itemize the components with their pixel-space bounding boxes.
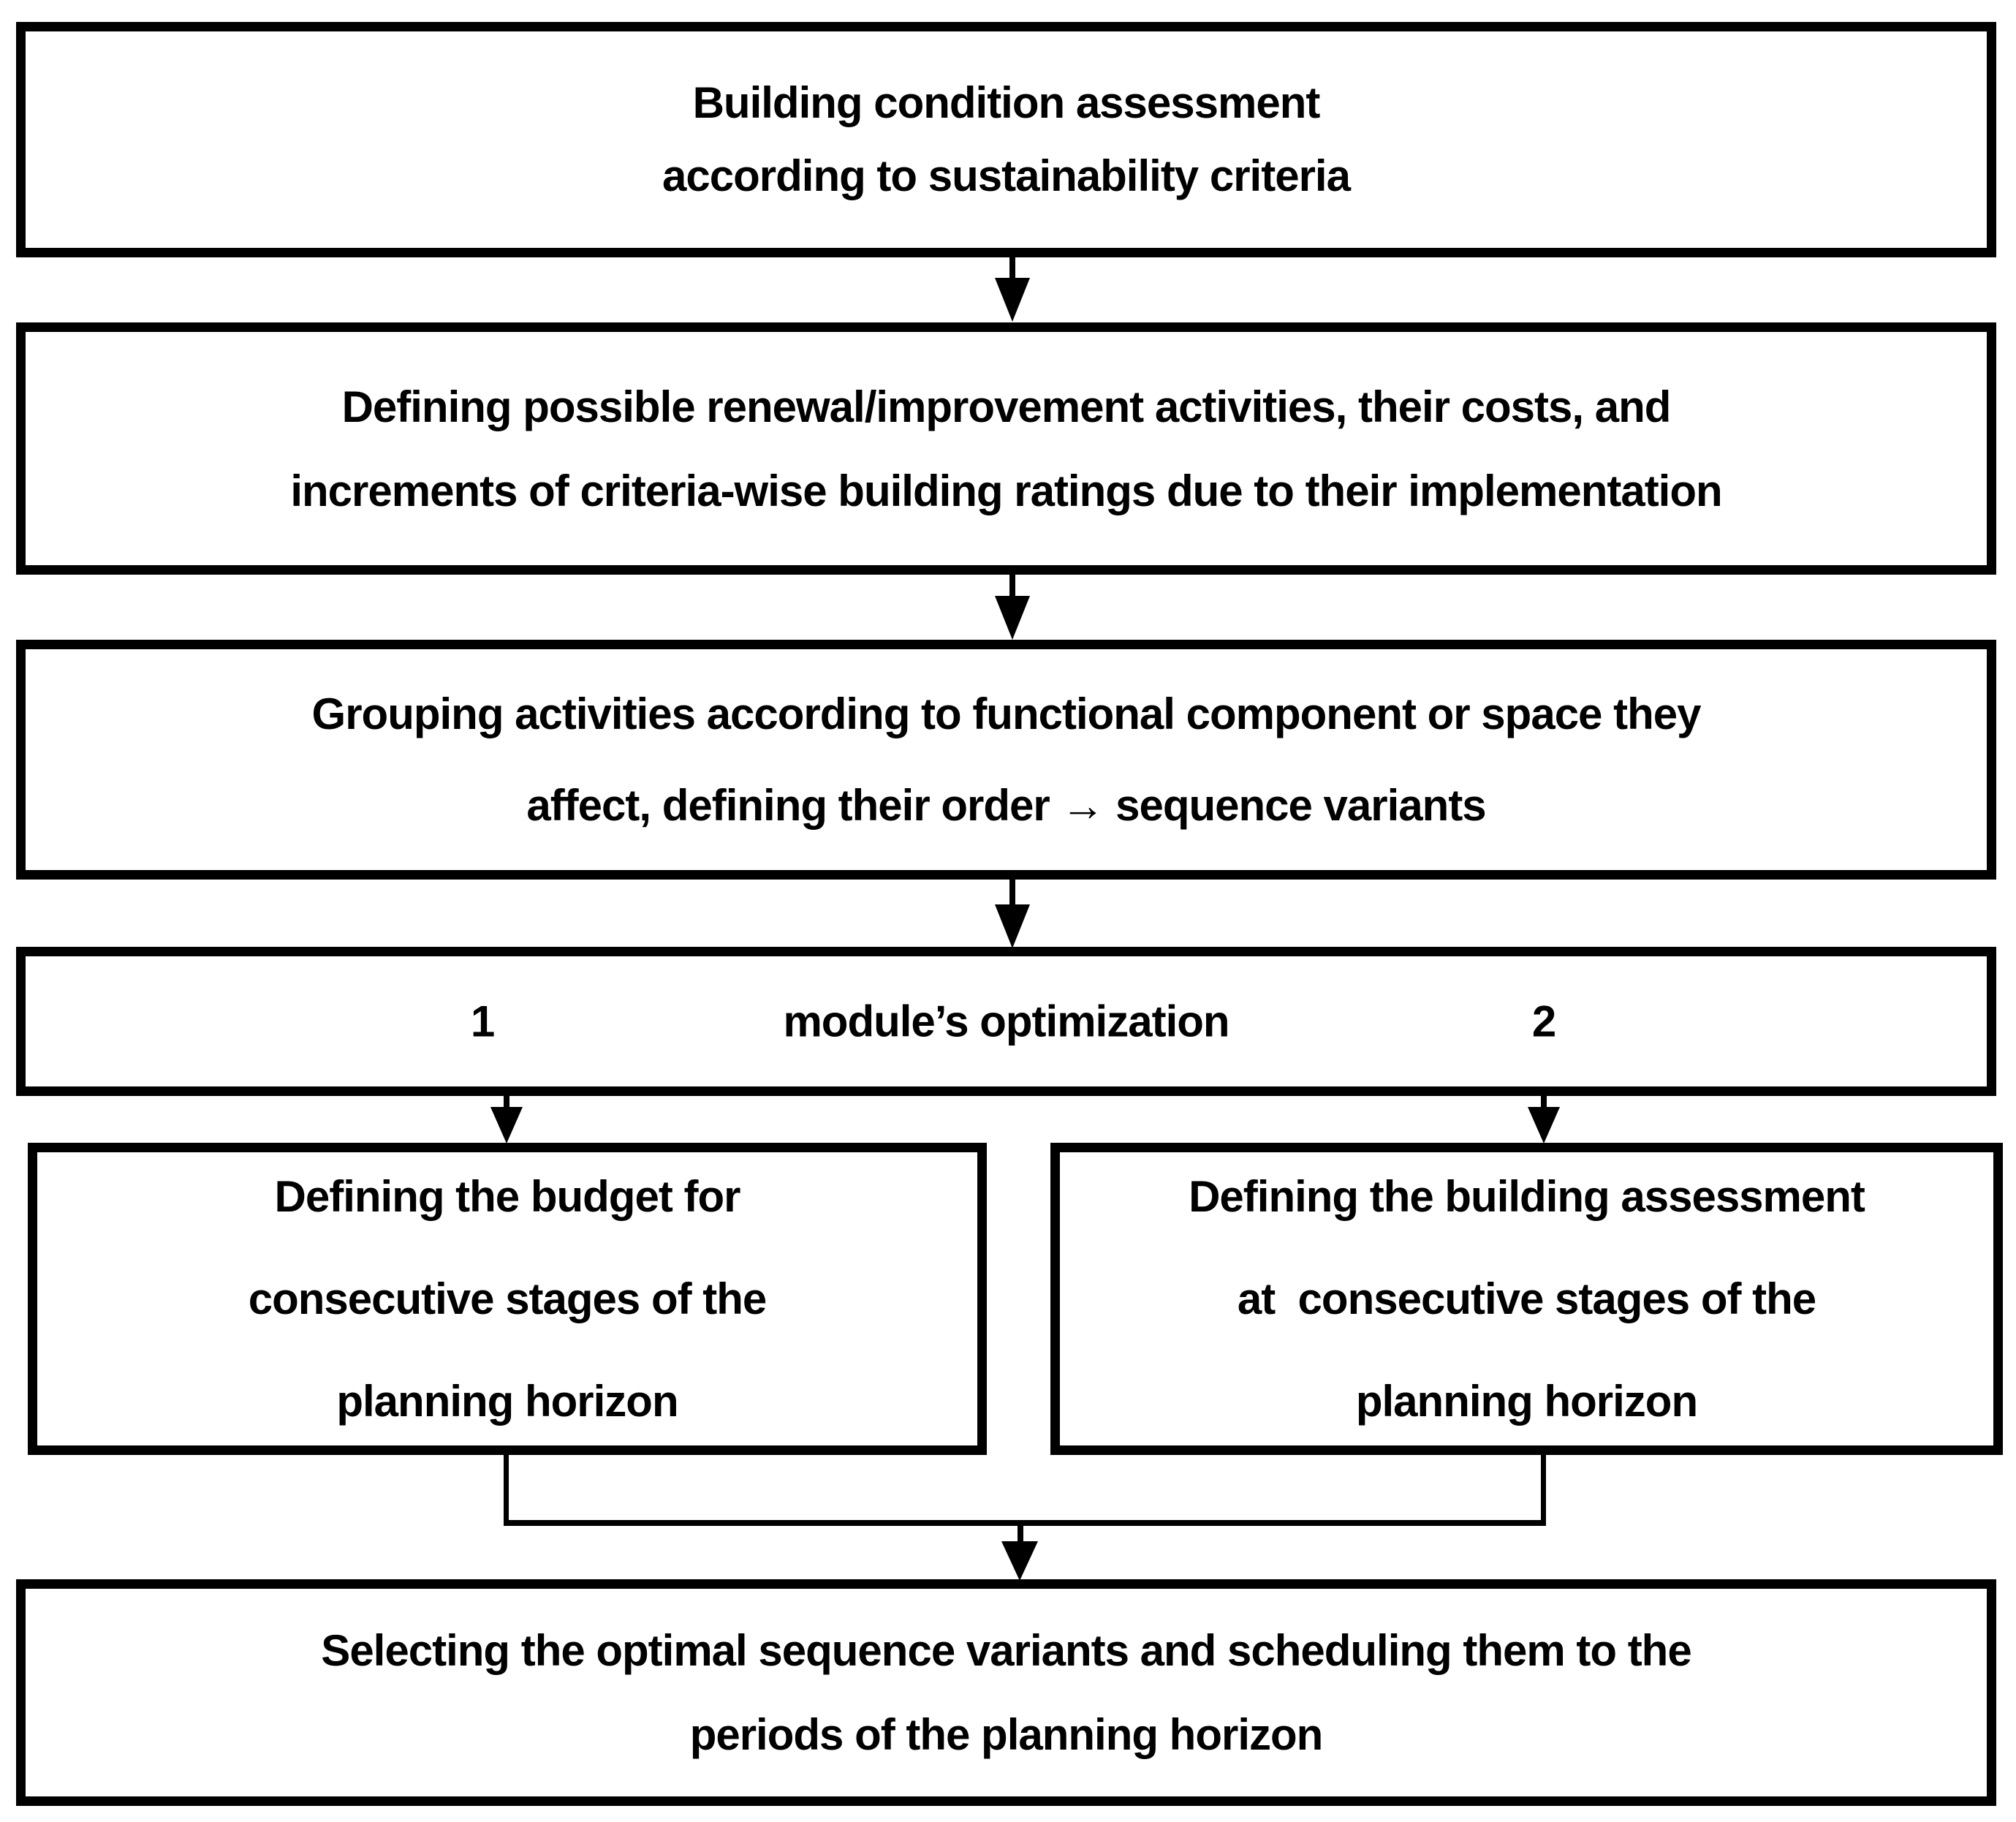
box-text-line: planning horizon xyxy=(1355,1376,1698,1426)
box-grouping-activities: Grouping activities according to functio… xyxy=(16,640,1996,880)
box-text-line: planning horizon xyxy=(336,1376,678,1426)
box-text-line: Defining possible renewal/improvement ac… xyxy=(341,382,1672,431)
arrow-shaft xyxy=(1541,1096,1547,1112)
box-text-line: according to sustainability criteria xyxy=(662,151,1351,200)
box-text-line: affect, defining their order → sequence … xyxy=(526,781,1486,830)
connector-left-stub xyxy=(504,1455,509,1524)
box-text-line: Grouping activities according to functio… xyxy=(311,689,1702,738)
arrow-shaft xyxy=(1018,1523,1023,1546)
arrow-head-icon xyxy=(995,904,1030,948)
box-text-line: consecutive stages of the xyxy=(248,1274,768,1323)
box-text-line: increments of criteria-wise building rat… xyxy=(290,466,1722,515)
arrow-head-icon xyxy=(1528,1107,1560,1144)
box-modules-optimization: 1 module’s optimization 2 xyxy=(16,947,1996,1096)
box-text-line: periods of the planning horizon xyxy=(689,1710,1324,1759)
box-defining-budget: Defining the budget for consecutive stag… xyxy=(28,1143,987,1455)
box-selecting-optimal-variants: Selecting the optimal sequence variants … xyxy=(16,1579,1996,1806)
arrow-head-icon xyxy=(995,278,1030,322)
box-text-line: Defining the building assessment xyxy=(1189,1171,1865,1221)
box-defining-building-assessment: Defining the building assessment at cons… xyxy=(1050,1143,2003,1455)
box-defining-activities: Defining possible renewal/improvement ac… xyxy=(16,322,1996,575)
optimization-branch-2-label: 2 xyxy=(1531,997,1556,1046)
box-text-line: Selecting the optimal sequence variants … xyxy=(321,1626,1691,1675)
arrow-shaft xyxy=(1009,880,1015,909)
arrow-shaft xyxy=(504,1096,509,1112)
arrow-head-icon xyxy=(490,1107,523,1144)
optimization-branch-1-label: 1 xyxy=(470,997,495,1046)
arrow-shaft xyxy=(1009,575,1015,601)
connector-horizontal-line xyxy=(504,1520,1546,1526)
arrow-head-icon xyxy=(995,596,1030,640)
optimization-title: module’s optimization xyxy=(783,997,1229,1046)
arrow-shaft xyxy=(1009,257,1015,284)
box-building-condition-assessment: Building condition assessment according … xyxy=(16,22,1996,257)
box-text-line: Building condition assessment xyxy=(692,78,1321,127)
box-text-line: Defining the budget for xyxy=(274,1171,741,1221)
arrow-head-icon xyxy=(1001,1541,1038,1581)
connector-right-stub xyxy=(1541,1455,1546,1524)
box-text-line: at consecutive stages of the xyxy=(1237,1274,1816,1323)
